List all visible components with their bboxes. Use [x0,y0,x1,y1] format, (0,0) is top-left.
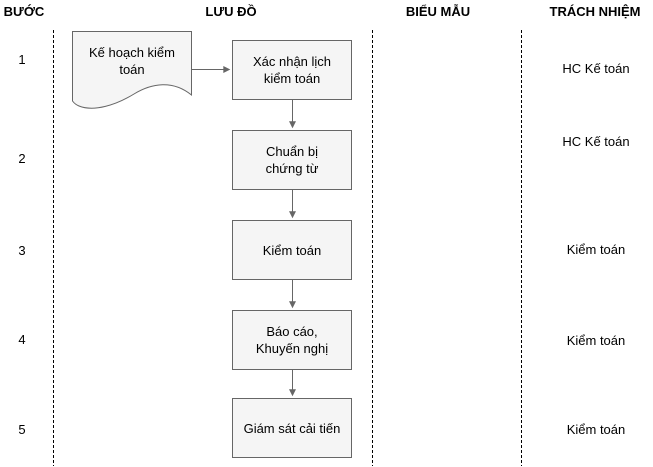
column-header-responsibility: TRÁCH NHIỆM [549,4,641,19]
step-number-3: 3 [18,243,26,258]
responsibility-label-5: Kiểm toán [566,422,626,437]
document-label: Kế hoạch kiểm toán [89,45,175,77]
process-node-step-4[interactable]: Báo cáo, Khuyến nghị [232,310,352,370]
column-header-flow: LƯU ĐỒ [205,4,257,19]
process-node-step-1[interactable]: Xác nhận lịch kiểm toán [232,40,352,100]
step-number-2: 2 [18,151,26,166]
column-header-step: BƯỚC [3,4,45,19]
step-number-1: 1 [18,52,26,67]
responsibility-label-4: Kiểm toán [566,333,626,348]
process-node-label: Xác nhận lịch kiểm toán [252,54,332,86]
step-number-5: 5 [18,422,26,437]
process-node-label: Giám sát cải tiến [243,420,341,436]
process-node-step-5[interactable]: Giám sát cải tiến [232,398,352,458]
document-node-audit-plan[interactable]: Kế hoạch kiểm toán [72,31,192,111]
process-node-step-2[interactable]: Chuẩn bị chứng từ [232,130,352,190]
responsibility-label-2: HC Kế toán [562,134,630,149]
column-header-form: BIỂU MẪU [405,4,471,19]
process-node-label: Kiểm toán [262,242,322,258]
step-number-4: 4 [18,332,26,347]
responsibility-label-3: Kiểm toán [566,242,626,257]
responsibility-label-1: HC Kế toán [562,61,630,76]
process-node-label: Báo cáo, Khuyến nghị [255,324,329,356]
document-shape [72,31,192,109]
process-node-step-3[interactable]: Kiểm toán [232,220,352,280]
process-node-label: Chuẩn bị chứng từ [265,144,319,176]
